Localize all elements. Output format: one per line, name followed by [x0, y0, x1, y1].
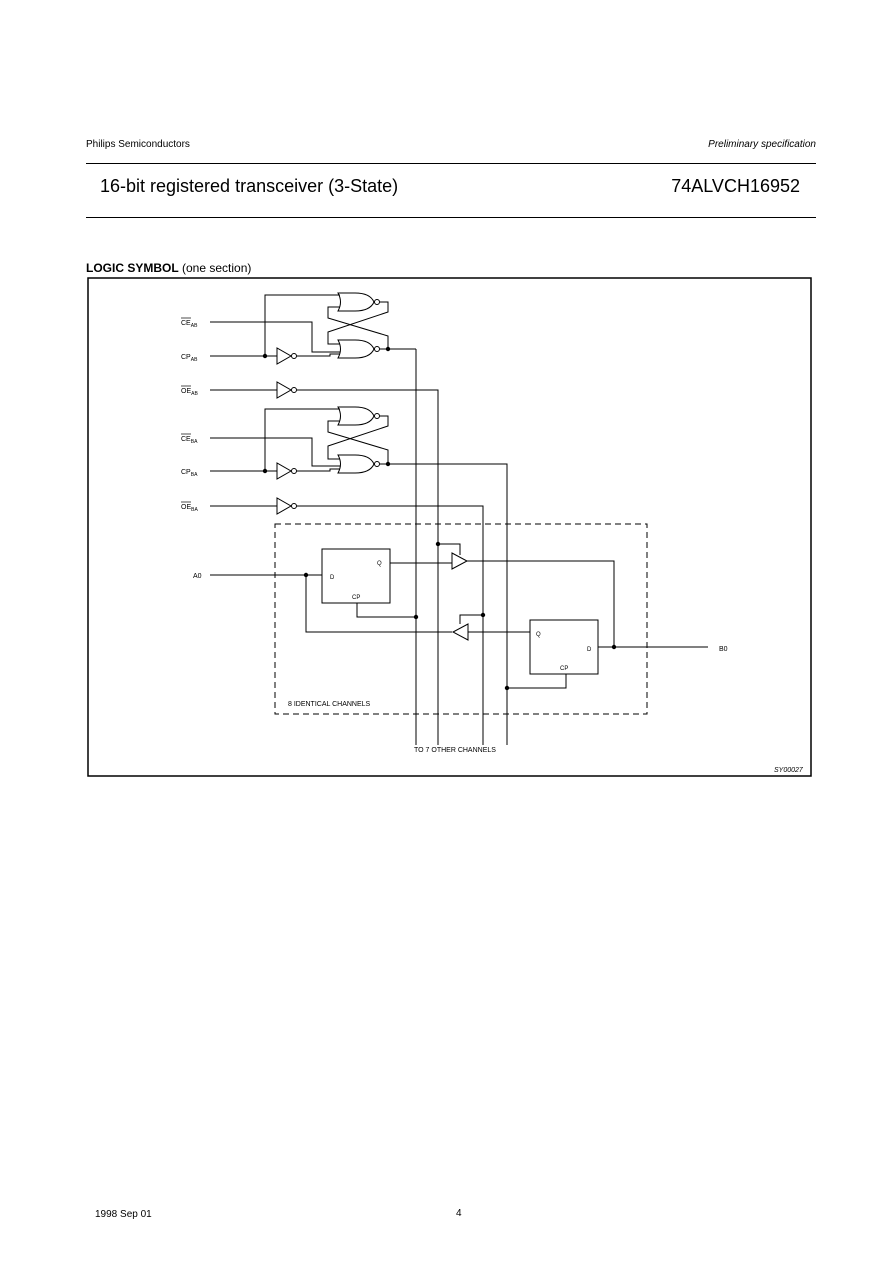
header-rule-top — [86, 163, 816, 164]
ff1-cp-pin: CP — [352, 595, 360, 601]
ff2-q-pin: Q — [536, 632, 541, 638]
ff1-d-pin: D — [330, 575, 335, 581]
footer-date: 1998 Sep 01 — [95, 1209, 152, 1220]
label-ce-ba: CEBA — [181, 436, 198, 445]
section-title: LOGIC SYMBOL (one section) — [86, 261, 252, 275]
buffer-ba — [451, 623, 469, 641]
nor-gate-ab-top — [337, 292, 375, 312]
flip-flop-ab — [321, 548, 391, 604]
label-cp-ab: CPAB — [181, 354, 198, 363]
header-rule-bottom — [86, 217, 816, 218]
label-b0: B0 — [719, 646, 728, 653]
ff2-d-pin: D — [587, 647, 592, 653]
nor-gate-ab-bottom — [337, 339, 375, 359]
company-name: Philips Semiconductors — [86, 139, 190, 150]
label-ce-ab-1: CEAB — [181, 320, 198, 329]
label-oe-ba: OEBA — [181, 504, 198, 513]
identical-channels-box — [274, 523, 648, 715]
diagram-frame — [87, 277, 812, 777]
other-channels-label: TO 7 OTHER CHANNELS — [414, 747, 496, 754]
spec-status: Preliminary specification — [708, 139, 816, 150]
label-cp-ba: CPBA — [181, 469, 198, 478]
inverter-oe-ba — [276, 497, 293, 515]
label-a0: A0 — [193, 573, 202, 580]
ff1-q-pin: Q — [377, 561, 382, 567]
inverter-cp-ab — [276, 347, 293, 365]
identical-channels-label: 8 IDENTICAL CHANNELS — [288, 701, 371, 708]
label-oe-ab: OEAB — [181, 388, 198, 397]
page-number: 4 — [456, 1208, 462, 1219]
nor-gate-ba-bottom — [337, 454, 375, 474]
part-number: 74ALVCH16952 — [671, 176, 800, 196]
inverter-oe-ab — [276, 381, 293, 399]
diagram-code: SY00027 — [774, 767, 804, 774]
ff2-cp-pin: CP — [560, 666, 568, 672]
nor-gate-ba-top — [337, 406, 375, 426]
buffer-ab — [451, 552, 469, 570]
document-title: 16-bit registered transceiver (3-State) — [100, 176, 399, 196]
inverter-cp-ba — [276, 462, 293, 480]
